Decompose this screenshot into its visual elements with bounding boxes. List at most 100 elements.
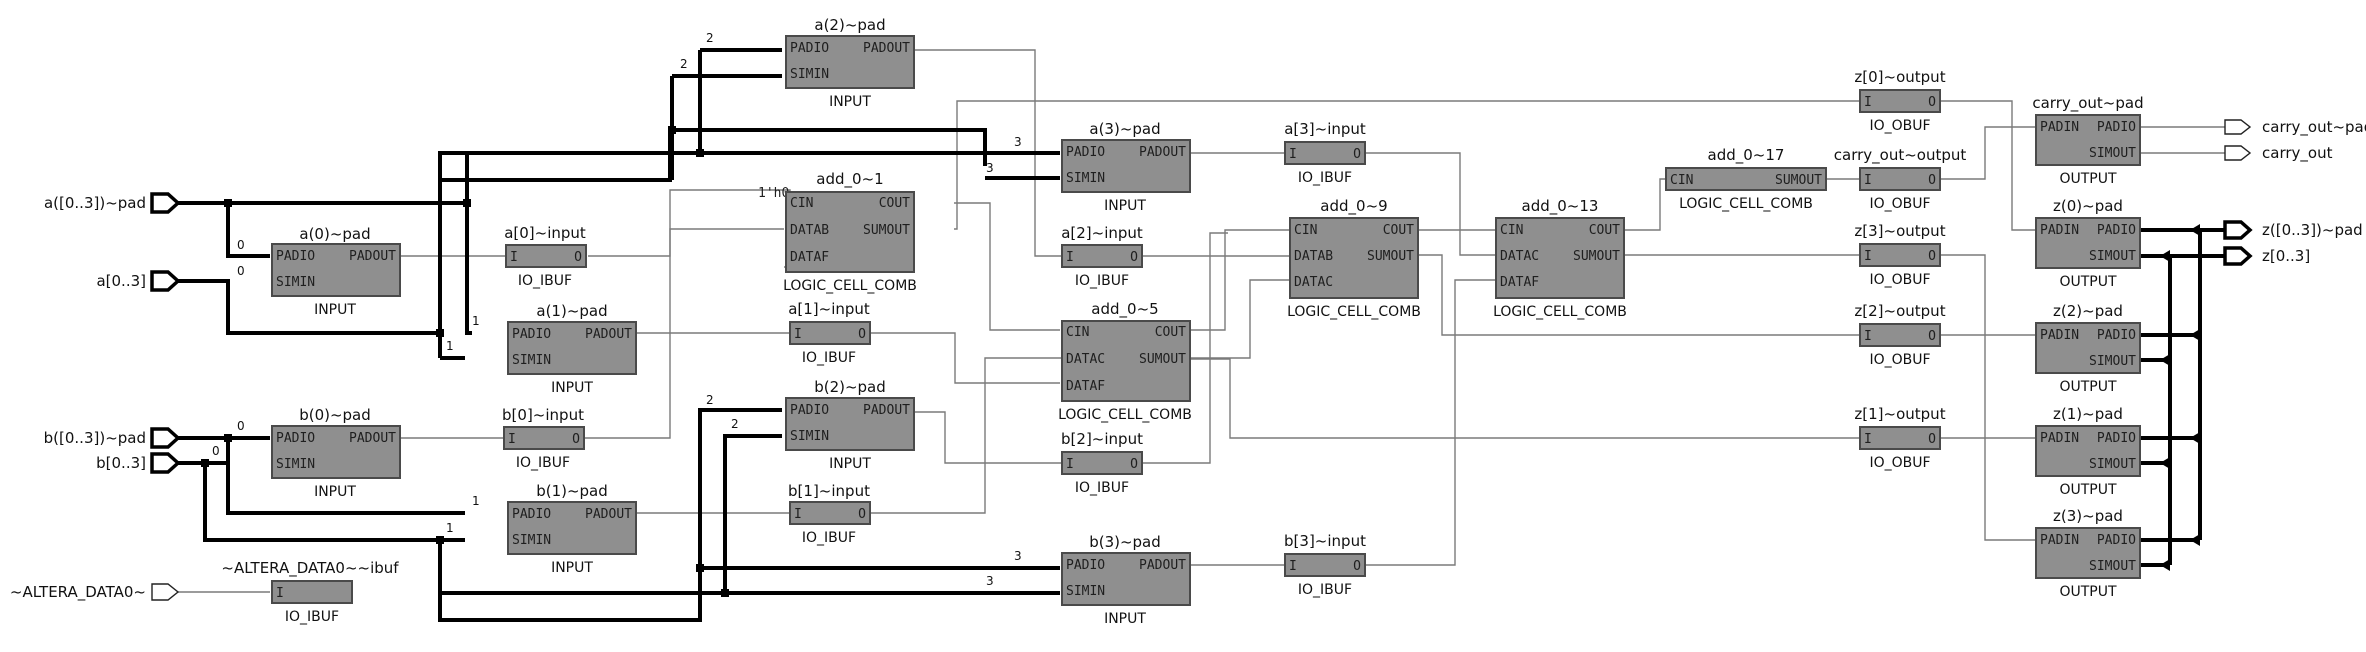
svg-text:SIMIN: SIMIN bbox=[512, 353, 551, 368]
svg-text:PADOUT: PADOUT bbox=[1139, 558, 1186, 573]
input-pin-icon[interactable] bbox=[150, 192, 181, 214]
bus-index: 3 bbox=[986, 161, 994, 175]
input-pin-icon[interactable] bbox=[150, 427, 181, 449]
block-z0-output[interactable]: z[0]~output I O IO_OBUF bbox=[1854, 68, 1945, 134]
block-z3-pad[interactable]: z(3)~pad PADIN PADIO SIMOUT OUTPUT bbox=[2035, 507, 2141, 600]
bus-index: 0 bbox=[237, 238, 245, 252]
svg-text:b[0]~input: b[0]~input bbox=[502, 406, 584, 424]
block-carry-pad[interactable]: carry_out~pad PADIN PADIO SIMOUT OUTPUT bbox=[2032, 94, 2143, 187]
junctions bbox=[201, 126, 729, 597]
block-add-0-5[interactable]: add_0~5 CIN DATAC DATAF COUT SUMOUT LOGI… bbox=[1058, 300, 1192, 423]
svg-text:PADIN: PADIN bbox=[2040, 223, 2079, 238]
bus-indices: 0 0 1 1 2 2 3 3 0 0 1 1 2 2 3 3 bbox=[212, 31, 1022, 588]
svg-text:IO_OBUF: IO_OBUF bbox=[1869, 118, 1930, 134]
block-z1-output[interactable]: z[1]~output I O IO_OBUF bbox=[1854, 405, 1945, 471]
block-a0-pad[interactable]: a(0)~pad PADIO SIMIN PADOUT INPUT bbox=[271, 225, 401, 318]
block-b0-pad[interactable]: b(0)~pad PADIO SIMIN PADOUT INPUT bbox=[271, 406, 401, 500]
svg-text:SIMOUT: SIMOUT bbox=[2089, 457, 2136, 472]
svg-text:IO_OBUF: IO_OBUF bbox=[1869, 352, 1930, 368]
bus-index: 0 bbox=[237, 264, 245, 278]
bus-index: 1 bbox=[446, 521, 454, 535]
output-pin-icon[interactable] bbox=[2224, 119, 2252, 135]
svg-text:PADIO: PADIO bbox=[512, 507, 551, 522]
block-b3-pad[interactable]: b(3)~pad PADIO SIMIN PADOUT INPUT bbox=[1061, 533, 1191, 627]
block-b0-input[interactable]: b[0]~input I O IO_IBUF bbox=[502, 406, 585, 471]
svg-text:a[0]~input: a[0]~input bbox=[504, 224, 586, 242]
svg-text:INPUT: INPUT bbox=[314, 484, 356, 500]
svg-text:a[3]~input: a[3]~input bbox=[1284, 120, 1366, 138]
svg-text:O: O bbox=[1353, 147, 1361, 162]
block-z2-pad[interactable]: z(2)~pad PADIN PADIO SIMOUT OUTPUT bbox=[2035, 302, 2141, 395]
block-a1-pad[interactable]: a(1)~pad PADIO SIMIN PADOUT INPUT bbox=[507, 302, 637, 396]
input-pin-icon[interactable] bbox=[150, 270, 181, 292]
svg-text:a(3)~pad: a(3)~pad bbox=[1089, 120, 1160, 138]
pin-label: b([0..3])~pad bbox=[44, 429, 146, 447]
svg-text:z(2)~pad: z(2)~pad bbox=[2053, 302, 2123, 320]
block-a1-input[interactable]: a[1]~input I O IO_IBUF bbox=[788, 300, 871, 366]
svg-text:DATAC: DATAC bbox=[1066, 352, 1105, 367]
svg-text:add_0~13: add_0~13 bbox=[1522, 197, 1599, 216]
block-b2-pad[interactable]: b(2)~pad PADIO SIMIN PADOUT INPUT bbox=[785, 378, 915, 472]
block-z3-output[interactable]: z[3]~output I O IO_OBUF bbox=[1854, 222, 1945, 288]
block-add-0-9[interactable]: add_0~9 CIN DATAB DATAC COUT SUMOUT LOGI… bbox=[1287, 197, 1421, 320]
block-a0-input[interactable]: a[0]~input I O IO_IBUF bbox=[504, 224, 587, 289]
input-pin-icon[interactable] bbox=[150, 452, 181, 474]
output-pin-icon[interactable] bbox=[2224, 145, 2252, 161]
svg-text:a(2)~pad: a(2)~pad bbox=[814, 16, 885, 34]
svg-text:add_0~5: add_0~5 bbox=[1091, 300, 1158, 319]
block-a3-pad[interactable]: a(3)~pad PADIO SIMIN PADOUT INPUT bbox=[1061, 120, 1191, 214]
block-b1-pad[interactable]: b(1)~pad PADIO SIMIN PADOUT INPUT bbox=[507, 482, 637, 576]
svg-text:add_0~1: add_0~1 bbox=[816, 170, 883, 189]
block-altera-ibuf[interactable]: ~ALTERA_DATA0~~ibuf I IO_IBUF bbox=[221, 559, 399, 625]
svg-text:IO_IBUF: IO_IBUF bbox=[802, 530, 856, 546]
svg-text:DATAF: DATAF bbox=[1066, 379, 1105, 394]
block-b3-input[interactable]: b[3]~input I O IO_IBUF bbox=[1284, 532, 1366, 598]
svg-text:DATAF: DATAF bbox=[1500, 275, 1539, 290]
svg-text:I: I bbox=[276, 586, 284, 601]
pin-label: b[0..3] bbox=[96, 454, 146, 472]
svg-text:PADOUT: PADOUT bbox=[349, 431, 396, 446]
block-a2-input[interactable]: a[2]~input I O IO_IBUF bbox=[1061, 224, 1143, 289]
block-z2-output[interactable]: z[2]~output I O IO_OBUF bbox=[1854, 302, 1945, 368]
svg-text:z[1]~output: z[1]~output bbox=[1854, 405, 1945, 423]
svg-text:b[3]~input: b[3]~input bbox=[1284, 532, 1366, 550]
block-add-0-1[interactable]: add_0~1 1'h0 CIN DATAB DATAF COUT SUMOUT… bbox=[758, 170, 917, 294]
block-carry-output[interactable]: carry_out~output I O IO_OBUF bbox=[1834, 146, 1967, 212]
block-add-0-13[interactable]: add_0~13 CIN DATAC DATAF COUT SUMOUT LOG… bbox=[1493, 197, 1627, 320]
svg-text:O: O bbox=[858, 327, 866, 342]
svg-text:a(1)~pad: a(1)~pad bbox=[536, 302, 607, 320]
bus-arrows bbox=[2160, 224, 2200, 571]
svg-text:SUMOUT: SUMOUT bbox=[1139, 352, 1186, 367]
svg-text:SIMOUT: SIMOUT bbox=[2089, 354, 2136, 369]
svg-text:PADIO: PADIO bbox=[2097, 431, 2136, 446]
output-pin-icon[interactable] bbox=[2223, 246, 2253, 266]
block-z1-pad[interactable]: z(1)~pad PADIN PADIO SIMOUT OUTPUT bbox=[2035, 405, 2141, 498]
svg-text:INPUT: INPUT bbox=[829, 456, 871, 472]
svg-text:IO_IBUF: IO_IBUF bbox=[516, 455, 570, 471]
svg-text:IO_IBUF: IO_IBUF bbox=[1075, 480, 1129, 496]
input-pin-icon[interactable] bbox=[151, 583, 180, 601]
block-b2-input[interactable]: b[2]~input I O IO_IBUF bbox=[1061, 430, 1143, 496]
svg-text:z(3)~pad: z(3)~pad bbox=[2053, 507, 2123, 525]
block-add-0-17[interactable]: add_0~17 CIN SUMOUT LOGIC_CELL_COMB bbox=[1665, 146, 1827, 212]
svg-text:OUTPUT: OUTPUT bbox=[2059, 379, 2117, 395]
block-b1-input[interactable]: b[1]~input I O IO_IBUF bbox=[788, 482, 871, 546]
svg-text:SIMIN: SIMIN bbox=[276, 457, 315, 472]
svg-text:z(1)~pad: z(1)~pad bbox=[2053, 405, 2123, 423]
svg-text:DATAC: DATAC bbox=[1500, 249, 1539, 264]
svg-text:PADIO: PADIO bbox=[512, 327, 551, 342]
block-z0-pad[interactable]: z(0)~pad PADIN PADIO SIMOUT OUTPUT bbox=[2035, 197, 2141, 290]
svg-text:IO_IBUF: IO_IBUF bbox=[285, 609, 339, 625]
output-pin-icon[interactable] bbox=[2223, 220, 2253, 240]
svg-text:IO_IBUF: IO_IBUF bbox=[802, 350, 856, 366]
bus-index: 0 bbox=[212, 444, 220, 458]
svg-text:SUMOUT: SUMOUT bbox=[1775, 173, 1822, 188]
svg-text:PADIO: PADIO bbox=[790, 41, 829, 56]
block-a2-pad[interactable]: a(2)~pad PADIO SIMIN PADOUT INPUT bbox=[785, 16, 915, 110]
svg-text:PADIO: PADIO bbox=[1066, 145, 1105, 160]
svg-text:I: I bbox=[1066, 457, 1074, 472]
svg-text:PADOUT: PADOUT bbox=[1139, 145, 1186, 160]
block-a3-input[interactable]: a[3]~input I O IO_IBUF bbox=[1284, 120, 1366, 186]
bus-index: 2 bbox=[680, 57, 688, 71]
